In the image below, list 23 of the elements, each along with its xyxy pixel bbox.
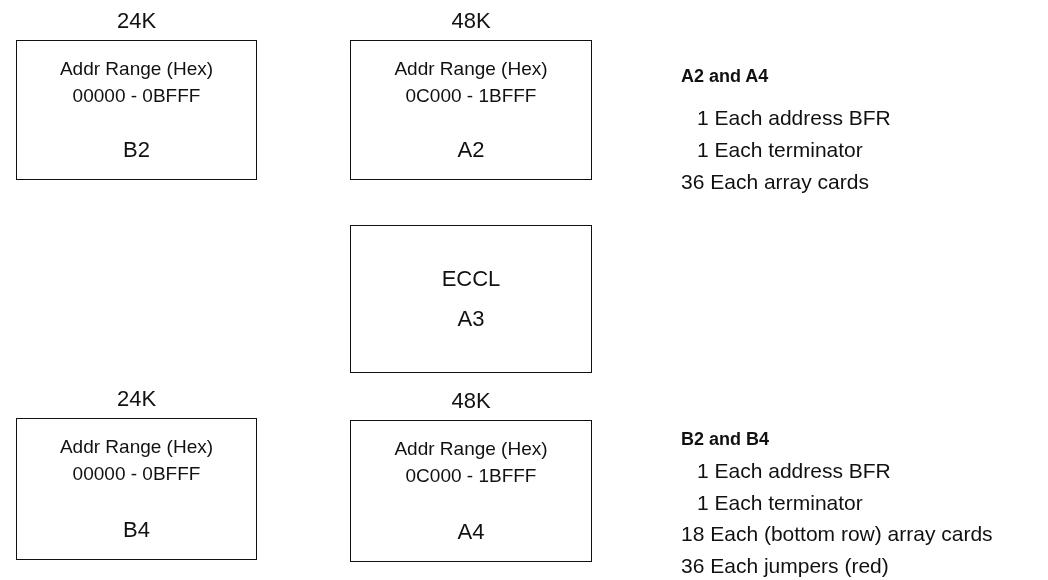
parts-list-item: 1 Each terminator (697, 491, 863, 515)
parts-list-item: 1 Each terminator (697, 138, 863, 162)
section-name: ECCL (441, 265, 501, 293)
parts-list-item: 36 Each array cards (681, 170, 869, 194)
list-heading: B2 and B4 (681, 429, 770, 450)
section-name: A2 (457, 137, 485, 163)
section-name: B2 (123, 137, 150, 163)
memory-size-heading: 48K (450, 388, 492, 414)
memory-size-heading: 24K (115, 386, 158, 412)
section-name: A3 (457, 305, 485, 333)
parts-list-item: 1 Each address BFR (697, 459, 891, 483)
address-range-text: Addr Range (Hex) 00000 - 0BFFF (58, 57, 215, 108)
address-range-text: Addr Range (Hex) 00000 - 0BFFF (58, 435, 215, 486)
memory-size-heading: 24K (115, 8, 158, 34)
section-name: A4 (457, 519, 485, 545)
address-range-text: Addr Range (Hex) 0C000 - 1BFFF (393, 437, 549, 488)
address-range-text: Addr Range (Hex) 0C000 - 1BFFF (393, 57, 549, 108)
parts-list-item: 18 Each (bottom row) array cards (681, 522, 993, 546)
parts-list-item: 1 Each address BFR (697, 106, 891, 130)
section-name: B4 (123, 517, 150, 543)
list-heading: A2 and A4 (681, 66, 769, 87)
memory-size-heading: 48K (450, 8, 492, 34)
parts-list-item: 36 Each jumpers (red) (681, 554, 889, 578)
